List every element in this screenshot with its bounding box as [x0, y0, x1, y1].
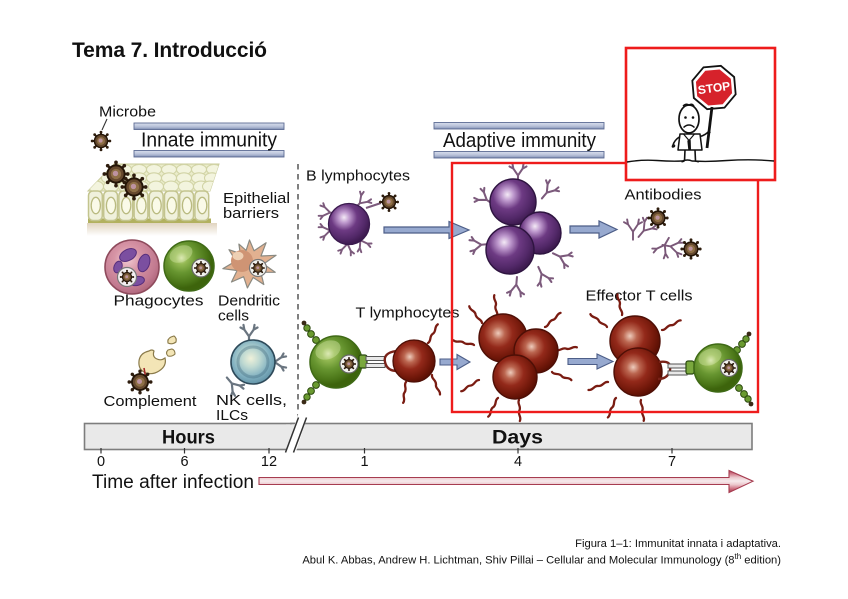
svg-text:NK cells,: NK cells, [216, 392, 287, 409]
svg-text:Days: Days [492, 427, 543, 449]
svg-text:Phagocytes: Phagocytes [114, 293, 204, 310]
svg-text:Complement: Complement [104, 393, 198, 410]
svg-text:barriers: barriers [223, 205, 279, 222]
svg-text:Antibodies: Antibodies [625, 187, 702, 204]
svg-text:Epithelial: Epithelial [223, 190, 290, 207]
svg-text:cells: cells [218, 308, 249, 325]
svg-text:Innate immunity: Innate immunity [141, 130, 277, 152]
svg-text:0: 0 [97, 454, 105, 470]
svg-text:STOP: STOP [697, 79, 731, 97]
svg-text:6: 6 [180, 454, 188, 470]
svg-text:Effector T cells: Effector T cells [586, 288, 693, 305]
svg-text:4: 4 [514, 454, 522, 470]
svg-text:ILCs: ILCs [216, 407, 248, 424]
svg-text:Hours: Hours [162, 428, 215, 449]
svg-text:Adaptive immunity: Adaptive immunity [443, 130, 596, 152]
svg-text:Time after infection: Time after infection [92, 472, 254, 493]
svg-text:1: 1 [360, 454, 368, 470]
svg-text:12: 12 [261, 454, 277, 470]
svg-text:7: 7 [668, 454, 676, 470]
svg-text:Microbe: Microbe [99, 104, 156, 121]
svg-text:T lymphocytes: T lymphocytes [356, 305, 460, 322]
svg-text:B lymphocytes: B lymphocytes [306, 168, 410, 185]
svg-text:Dendritic: Dendritic [218, 293, 281, 310]
